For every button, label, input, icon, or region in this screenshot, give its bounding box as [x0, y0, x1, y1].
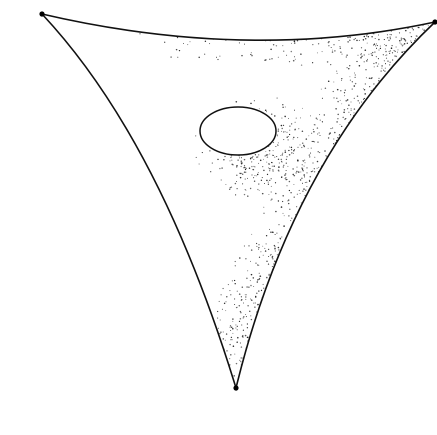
stipple-dots [139, 19, 429, 379]
elliptical-hole [200, 107, 276, 155]
vertex-bottom [233, 385, 238, 390]
shading-layer [139, 19, 429, 379]
vertex-top-left [39, 11, 44, 16]
triangle-outline [42, 14, 435, 388]
